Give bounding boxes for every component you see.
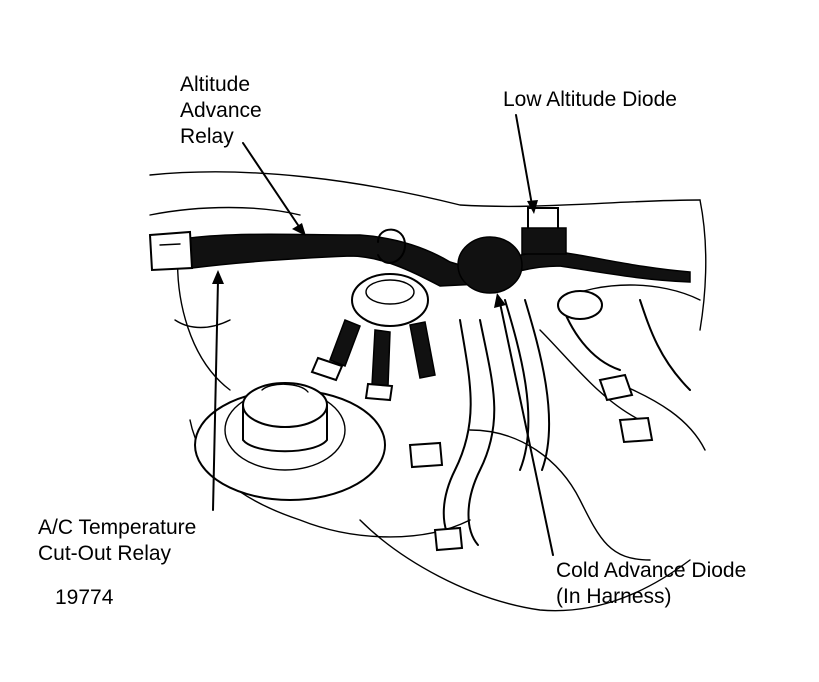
- strut-tower: [194, 382, 386, 501]
- leader-lines: [212, 114, 554, 556]
- altitude-label-line-3: Relay: [180, 125, 234, 148]
- altitude-label-line-2: Advance: [180, 99, 262, 122]
- figure-number-text: 19774: [55, 586, 114, 609]
- cold-label-line-1: Cold Advance Diode: [556, 559, 747, 582]
- low-altitude-label-text: Low Altitude Diode: [503, 88, 677, 111]
- cold-advance-diode-label: Cold Advance Diode (In Harness): [556, 558, 746, 610]
- altitude-advance-relay-label: Altitude Advance Relay: [180, 72, 262, 150]
- distributor: [310, 273, 436, 402]
- ac-label-line-2: Cut-Out Relay: [38, 542, 172, 565]
- figure-number: 19774: [55, 585, 113, 611]
- altitude-label-line-1: Altitude: [180, 73, 251, 96]
- ac-label-line-1: A/C Temperature: [38, 516, 197, 539]
- cold-label-line-2: (In Harness): [556, 585, 672, 608]
- wiring-harness: [148, 207, 691, 294]
- ac-temperature-cutout-relay-label: A/C Temperature Cut-Out Relay: [38, 515, 196, 567]
- hoses: [408, 290, 691, 552]
- low-altitude-diode-label: Low Altitude Diode: [503, 87, 677, 113]
